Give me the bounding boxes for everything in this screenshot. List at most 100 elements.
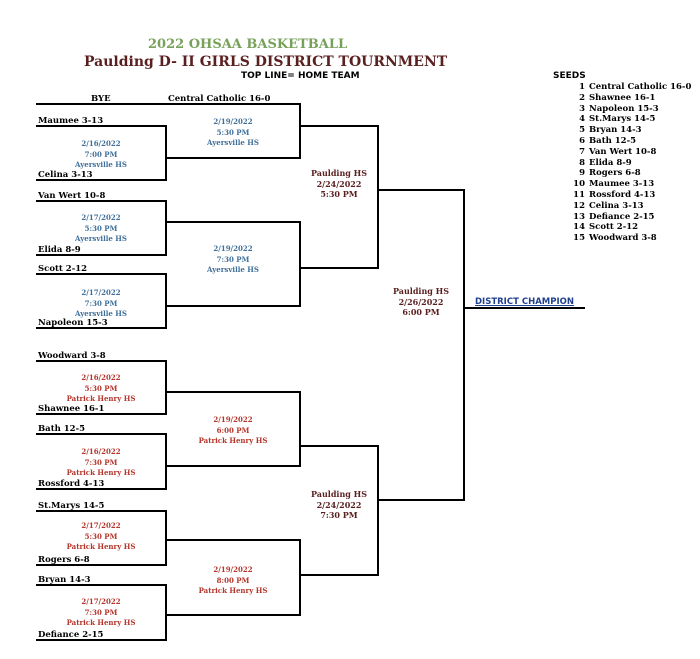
game-date: 2/26/2022 [398, 296, 444, 307]
seed-number: 8 [579, 157, 585, 168]
seed-number: 2 [579, 92, 585, 103]
seed-number: 11 [573, 189, 585, 200]
seed-team: St.Marys 14-5 [589, 114, 656, 125]
game-time: 6:00 PM [402, 307, 440, 317]
game-date: 2/19/2022 [213, 117, 253, 126]
seed-number: 5 [579, 125, 585, 136]
game-time: 6:00 PM [216, 425, 250, 435]
game-info-m7: 2/17/2022 7:30 PM Patrick Henry HS [36, 597, 166, 629]
game-date: 2/16/2022 [81, 139, 121, 148]
seed-team: Celina 3-13 [589, 200, 644, 211]
team-m5-home: Bath 12-5 [38, 424, 86, 434]
game-time: 7:00 PM [84, 149, 118, 159]
game-site: Paulding HS [310, 489, 367, 499]
game-site: Ayersville HS [207, 265, 259, 274]
game-date: 2/24/2022 [316, 499, 362, 510]
seed-team: Rossford 4-13 [589, 189, 656, 200]
team-m6-away: Rogers 6-8 [38, 555, 90, 565]
team-m4-away: Shawnee 16-1 [38, 404, 105, 414]
game-time: 5:30 PM [84, 223, 118, 233]
game-date: 2/24/2022 [316, 178, 362, 189]
seed-item: 14 Scott 2-12 [573, 222, 691, 233]
game-info-m1: 2/16/2022 7:00 PM Ayersville HS [36, 139, 166, 171]
game-date: 2/19/2022 [213, 415, 253, 424]
game-date: 2/17/2022 [81, 597, 121, 606]
seed-number: 3 [579, 103, 585, 114]
game-time: 5:30 PM [216, 127, 250, 137]
seed-number: 14 [573, 222, 585, 233]
game-site: Paulding HS [310, 168, 367, 178]
game-info-m6: 2/17/2022 5:30 PM Patrick Henry HS [36, 521, 166, 553]
seed-number: 15 [573, 233, 585, 244]
seed-item: 12 Celina 3-13 [573, 201, 691, 212]
game-time: 7:30 PM [84, 457, 118, 467]
game-time: 7:30 PM [216, 254, 250, 264]
seed-number: 12 [573, 200, 585, 211]
seed-number: 9 [579, 168, 585, 179]
seed-number: 1 [579, 82, 585, 92]
seed-team: Bryan 14-3 [589, 125, 642, 136]
seed-number: 6 [579, 135, 585, 146]
seed-team: Maumee 3-13 [589, 179, 655, 190]
seed-team: Defiance 2-15 [589, 211, 655, 222]
game-info-m5: 2/16/2022 7:30 PM Patrick Henry HS [36, 447, 166, 479]
game-date: 2/17/2022 [81, 288, 121, 297]
bye-label: BYE [91, 94, 111, 104]
seed-team: Elida 8-9 [589, 157, 632, 168]
game-date: 2/19/2022 [213, 565, 253, 574]
seed-item: 2 Shawnee 16-1 [573, 93, 691, 104]
district-champion-label: DISTRICT CHAMPION [475, 297, 574, 307]
seed-team: Van Wert 10-8 [589, 146, 657, 157]
semifinal-2-info: Paulding HS 2/24/2022 7:30 PM [300, 489, 378, 521]
seed-team: Central Catholic 16-0 [589, 82, 692, 92]
game-info-m2: 2/17/2022 5:30 PM Ayersville HS [36, 213, 166, 245]
seed-number: 13 [573, 211, 585, 222]
seed-team: Rogers 6-8 [589, 168, 641, 179]
game-info-r2-g2: 2/19/2022 7:30 PM Ayersville HS [166, 244, 300, 276]
seeds-title: SEEDS [553, 71, 586, 81]
seed-team: Bath 12-5 [589, 135, 637, 146]
game-site: Ayersville HS [207, 138, 259, 147]
game-time: 5:30 PM [84, 531, 118, 541]
team-m2-away: Elida 8-9 [38, 245, 81, 255]
game-date: 2/17/2022 [81, 521, 121, 530]
game-time: 8:00 PM [216, 575, 250, 585]
team-m1-away: Celina 3-13 [38, 170, 93, 180]
game-time: 7:30 PM [84, 298, 118, 308]
team-m3-away: Napoleon 15-3 [38, 318, 108, 328]
game-site: Patrick Henry HS [198, 436, 268, 445]
game-info-r2-g4: 2/19/2022 8:00 PM Patrick Henry HS [166, 565, 300, 597]
seed-item: 1 Central Catholic 16-0 [573, 82, 691, 93]
seed-team: Shawnee 16-1 [589, 92, 656, 103]
final-info: Paulding HS 2/26/2022 6:00 PM [378, 286, 464, 318]
team-m6-home: St.Marys 14-5 [38, 501, 105, 511]
seed-item: 8 Elida 8-9 [573, 158, 691, 169]
seed-item: 13 Defiance 2-15 [573, 212, 691, 223]
game-info-r2-g1: 2/19/2022 5:30 PM Ayersville HS [166, 117, 300, 149]
seed-item: 6 Bath 12-5 [573, 136, 691, 147]
game-time: 5:30 PM [84, 383, 118, 393]
game-site: Paulding HS [392, 286, 449, 296]
semifinal-1-info: Paulding HS 2/24/2022 5:30 PM [300, 168, 378, 200]
team-m2-home: Van Wert 10-8 [38, 191, 106, 201]
seed-team: Scott 2-12 [589, 222, 639, 233]
game-site: Ayersville HS [75, 160, 127, 169]
game-date: 2/17/2022 [81, 213, 121, 222]
game-info-m3: 2/17/2022 7:30 PM Ayersville HS [36, 288, 166, 320]
game-site: Patrick Henry HS [66, 618, 136, 627]
team-m5-away: Rossford 4-13 [38, 479, 105, 489]
game-site: Patrick Henry HS [66, 468, 136, 477]
title-line-1: 2022 OHSAA BASKETBALL [148, 37, 348, 52]
game-time: 7:30 PM [320, 510, 358, 520]
game-time: 5:30 PM [320, 189, 358, 199]
game-time: 7:30 PM [84, 607, 118, 617]
team-m7-away: Defiance 2-15 [38, 630, 104, 640]
team-m4-home: Woodward 3-8 [38, 351, 106, 361]
game-site: Patrick Henry HS [198, 586, 268, 595]
